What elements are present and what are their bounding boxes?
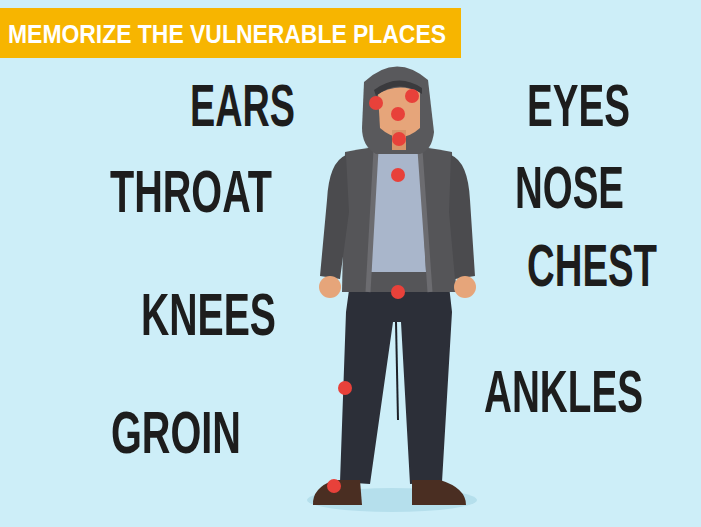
jeans: [340, 268, 452, 484]
body-part-label: GROIN: [111, 403, 241, 463]
body-part-label: EYES: [527, 76, 630, 136]
ear-dot: [369, 96, 383, 110]
left-fist: [319, 276, 341, 298]
left-shoe: [313, 480, 362, 505]
throat-dot: [392, 132, 406, 146]
chest-dot: [391, 168, 405, 182]
body-part-label: CHEST: [527, 236, 657, 296]
groin-dot: [391, 285, 405, 299]
body-part-label: ANKLES: [484, 362, 643, 422]
left-sleeve: [320, 155, 349, 279]
knee-dot: [338, 381, 352, 395]
hoodie-edges: [368, 150, 430, 292]
inner-shirt: [371, 150, 426, 272]
eye-dot: [405, 89, 419, 103]
body-part-label: EARS: [190, 76, 295, 136]
vulnerable-points: [327, 89, 419, 493]
hoodie-body: [342, 146, 456, 292]
nose-dot: [391, 107, 405, 121]
body-part-label: NOSE: [515, 158, 624, 218]
title-banner: [0, 8, 461, 58]
face: [378, 87, 420, 137]
right-sleeve: [449, 155, 475, 279]
body-part-label: KNEES: [141, 285, 276, 345]
title-text: MEMORIZE THE VULNERABLE PLACES: [8, 21, 446, 47]
ankle-dot: [327, 479, 341, 493]
hood: [362, 66, 434, 154]
right-shoe: [412, 480, 466, 505]
neck: [392, 130, 406, 150]
jeans-seam: [396, 322, 398, 420]
right-fist: [454, 276, 476, 298]
body-part-label: THROAT: [110, 162, 272, 222]
person-figure: [313, 66, 476, 505]
